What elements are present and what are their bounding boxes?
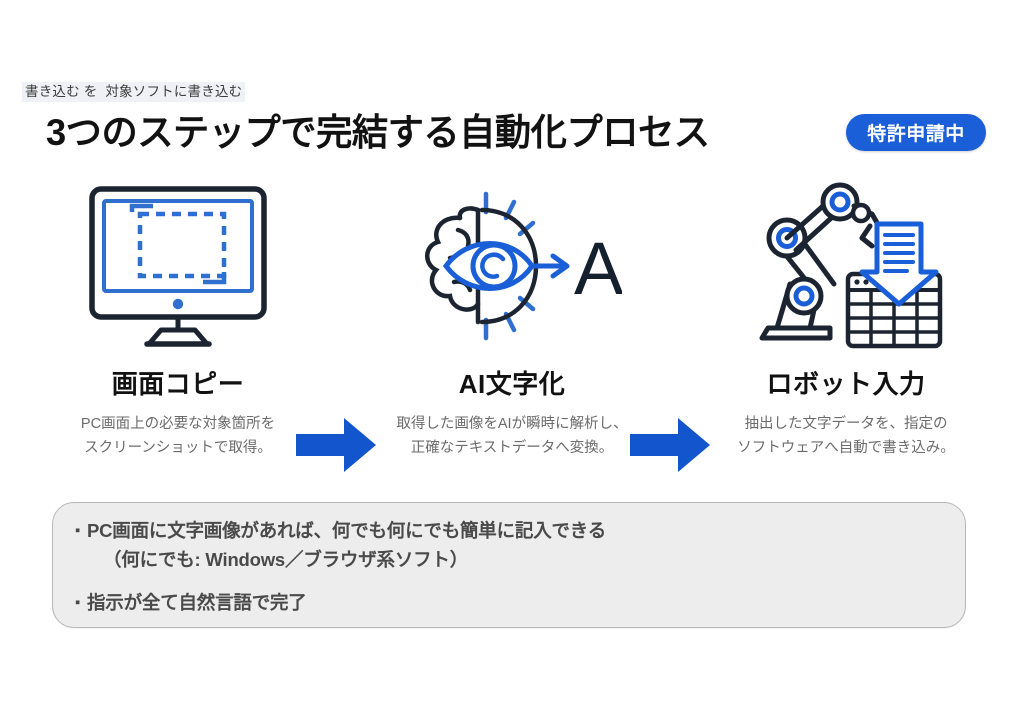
step-1-desc-line-1: PC画面上の必要な対象箇所を — [80, 416, 276, 432]
step-2-title: AI文字化 — [458, 369, 566, 399]
top-note-text: 書き込む を 対象ソフトに書き込む — [22, 82, 246, 102]
page-title: 3つのステップで完結する自動化プロセス — [46, 112, 710, 153]
info-bullet-2-text: 指示が全て自然言語で完了 — [87, 592, 307, 613]
badge-label: 特許申請中 — [867, 124, 965, 145]
bullet-marker-icon: ▪ — [75, 522, 81, 539]
ai-brain-eye-icon: A — [362, 176, 662, 356]
step-3-desc-line-1: 抽出した文字データを、指定の — [744, 416, 948, 432]
patent-pending-badge: 特許申請中 — [846, 114, 986, 151]
step-3-description: 抽出した文字データを、指定の ソフトウェアへ自動で書き込み。 — [696, 412, 996, 460]
arrow-right-icon — [628, 414, 712, 476]
robot-arm-table-icon — [696, 176, 996, 356]
step-2-ai-ocr: A AI文字化 取得した画像をAIが瞬時に解析し、 正確なテキストデータへ変換。 — [362, 176, 662, 460]
step-2-desc-line-1: 取得した画像をAIが瞬時に解析し、 — [396, 416, 628, 432]
step-2-description: 取得した画像をAIが瞬時に解析し、 正確なテキストデータへ変換。 — [362, 412, 662, 460]
bullet-marker-icon: ▪ — [75, 594, 81, 611]
step-1-description: PC画面上の必要な対象箇所を スクリーンショットで取得。 — [28, 412, 328, 460]
step-1-title: 画面コピー — [111, 369, 245, 399]
info-bullet-2: ▪ 指示が全て自然言語で完了 — [75, 589, 965, 617]
monitor-screenshot-icon — [28, 176, 328, 356]
summary-info-box: ▪ PC画面に文字画像があれば、何でも何にでも簡単に記入できる （何にでも: W… — [52, 502, 966, 628]
step-2-desc-line-2: 正確なテキストデータへ変換。 — [410, 440, 614, 456]
step-3-desc-line-2: ソフトウェアへ自動で書き込み。 — [737, 440, 955, 456]
svg-text:A: A — [574, 227, 622, 310]
step-3-robot-input: ロボット入力 抽出した文字データを、指定の ソフトウェアへ自動で書き込み。 — [696, 176, 996, 460]
arrow-right-icon — [294, 414, 378, 476]
info-bullet-1-text: PC画面に文字画像があれば、何でも何にでも簡単に記入できる — [87, 520, 607, 541]
process-steps: 画面コピー PC画面上の必要な対象箇所を スクリーンショットで取得。 — [0, 176, 1024, 476]
step-1-desc-line-2: スクリーンショットで取得。 — [84, 440, 272, 456]
info-spacer — [75, 575, 965, 589]
step-3-title: ロボット入力 — [766, 369, 926, 399]
info-bullet-1: ▪ PC画面に文字画像があれば、何でも何にでも簡単に記入できる — [75, 517, 965, 545]
info-bullet-1-subtext: （何にでも: Windows／ブラウザ系ソフト） — [103, 549, 469, 570]
step-1-screen-copy: 画面コピー PC画面上の必要な対象箇所を スクリーンショットで取得。 — [28, 176, 328, 460]
